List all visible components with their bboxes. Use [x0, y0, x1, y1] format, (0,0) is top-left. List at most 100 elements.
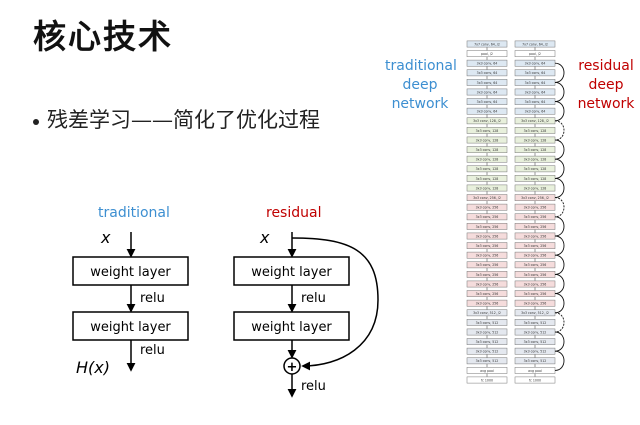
residual-layer-label: 3x3 conv, 512, /2	[521, 311, 549, 315]
residual-layer-label: 3x3 conv, 128	[524, 129, 547, 133]
skip-connection-arrow	[291, 237, 379, 371]
residual-layer-box	[514, 50, 556, 57]
traditional-layer-box	[466, 107, 508, 115]
traditional-layer-label: 3x3 conv, 512	[476, 359, 499, 363]
traditional-layer-box	[466, 367, 508, 374]
traditional-layer-label: 3x3 conv, 256	[476, 244, 499, 248]
traditional-layer-label: 3x3 conv, 256	[476, 225, 499, 229]
network-architectures: 7x7 conv, 64, /2 pool, /2 3x3 conv, 64 3x3 …	[466, 40, 565, 384]
residual-layer-label: 3x3 conv, 256	[524, 215, 547, 219]
residual-layer-label: 3x3 conv, 256	[524, 282, 547, 286]
residual-layer-label: 3x3 conv, 256	[524, 234, 547, 238]
bullet-text: 残差学习——简化了优化过程	[47, 108, 320, 132]
traditional-layer-box	[466, 194, 508, 201]
plain-output-label: H(x)	[76, 358, 110, 377]
residual-shortcut-arc	[554, 350, 565, 371]
traditional-layer-label: 3x3 conv, 256, /2	[473, 196, 501, 200]
residual-layer-box	[514, 280, 556, 288]
residual-shortcut-arc	[554, 312, 565, 333]
traditional-layer-label: 3x3 conv, 512, /2	[473, 311, 501, 315]
residual-layer-label: 3x3 conv, 64	[525, 62, 546, 66]
residual-layer-box	[514, 338, 556, 345]
plain-relu-1: relu	[140, 291, 165, 306]
traditional-layer-box	[466, 242, 508, 249]
residual-shortcut-arc	[554, 293, 565, 314]
traditional-layer-label: 3x3 conv, 64	[477, 100, 498, 104]
residual-layer-label: 3x3 conv, 128	[524, 138, 547, 142]
traditional-layer-label: 3x3 conv, 64	[477, 81, 498, 85]
residual-layer-box	[514, 203, 556, 211]
residual-layer-box	[514, 40, 556, 48]
slide-title: 核心技术	[33, 17, 173, 56]
traditional-layer-box	[466, 117, 508, 125]
traditional-layer-label: 3x3 conv, 256	[476, 215, 499, 219]
traditional-layer-box	[466, 299, 508, 307]
residual-shortcut-arc	[554, 81, 565, 103]
residual-layer-label: 3x3 conv, 128	[524, 148, 547, 152]
traditional-layer-label: avg pool	[480, 369, 494, 373]
traditional-layer-box	[466, 155, 508, 163]
residual-weight-layer-2-label: weight layer	[251, 320, 332, 335]
residual-layer-label: 3x3 conv, 256	[524, 225, 547, 229]
residual-layer-label: 3x3 conv, 128	[524, 167, 547, 171]
traditional-layer-label: pool, /2	[481, 52, 493, 56]
traditional-layer-label: 3x3 conv, 128	[476, 186, 499, 190]
residual-layer-label: 7x7 conv, 64, /2	[522, 42, 548, 46]
residual-network-label-line: residual	[578, 58, 634, 74]
residual-block-title: residual	[266, 205, 322, 221]
residual-layer-label: 3x3 conv, 64	[525, 71, 546, 75]
residual-layer-label: 3x3 conv, 256	[524, 254, 547, 258]
traditional-layer-box	[466, 328, 508, 336]
traditional-layer-label: 3x3 conv, 64	[477, 110, 498, 114]
traditional-layer-box	[466, 319, 508, 326]
residual-layer-label: pool, /2	[529, 52, 541, 56]
traditional-layer-label: fc 1000	[481, 378, 493, 382]
residual-layer-label: fc 1000	[529, 378, 541, 382]
add-node-symbol: +	[287, 360, 298, 375]
residual-layer-box	[514, 127, 556, 134]
residual-relu-1: relu	[301, 291, 326, 306]
traditional-layer-box	[466, 40, 508, 48]
plain-block-title: traditional	[98, 205, 170, 221]
residual-shortcut-arc	[554, 158, 565, 179]
traditional-network-label-line: deep	[402, 77, 438, 93]
traditional-layer-label: 3x3 conv, 64	[477, 71, 498, 75]
traditional-network-label: traditional deep network	[385, 57, 457, 114]
traditional-network-label-line: traditional	[385, 58, 457, 74]
traditional-layer-label: 3x3 conv, 256	[476, 302, 499, 306]
residual-layer-box	[514, 242, 556, 249]
residual-layer-label: 3x3 conv, 512	[524, 321, 547, 325]
residual-layer-label: 3x3 conv, 64	[525, 110, 546, 114]
traditional-layer-label: 7x7 conv, 64, /2	[474, 42, 500, 46]
residual-shortcut-arc	[554, 62, 565, 83]
traditional-layer-label: 3x3 conv, 128	[476, 177, 499, 181]
traditional-layer-box	[466, 309, 508, 317]
traditional-layer-box	[466, 338, 508, 345]
traditional-layer-label: 3x3 conv, 256	[476, 273, 499, 277]
residual-layer-box	[514, 165, 556, 173]
traditional-layer-label: 3x3 conv, 256	[476, 292, 499, 296]
residual-shortcut-arc	[554, 216, 565, 237]
residual-layer-label: 3x3 conv, 128	[524, 158, 547, 162]
traditional-layer-box	[466, 261, 508, 269]
traditional-layer-box	[466, 290, 508, 297]
residual-network-label-line: deep	[588, 77, 624, 93]
traditional-layer-box	[466, 175, 508, 182]
residual-layer-label: 3x3 conv, 512	[524, 330, 547, 334]
residual-layer-label: 3x3 conv, 64	[525, 100, 546, 104]
traditional-layer-label: 3x3 conv, 256	[476, 282, 499, 286]
residual-layer-label: avg pool	[528, 369, 542, 373]
residual-layer-box	[514, 357, 556, 365]
residual-shortcut-arc	[554, 197, 565, 218]
traditional-layer-box	[466, 184, 508, 192]
residual-weight-layer-1-label: weight layer	[251, 265, 332, 280]
traditional-layer-box	[466, 127, 508, 134]
residual-network-label: residual deep network	[575, 57, 637, 114]
traditional-layer-box	[466, 271, 508, 278]
traditional-layer-box	[466, 223, 508, 230]
traditional-layer-label: 3x3 conv, 128	[476, 129, 499, 133]
traditional-layer-label: 3x3 conv, 512	[476, 350, 499, 354]
traditional-layer-box	[466, 165, 508, 173]
residual-layer-label: 3x3 conv, 256	[524, 292, 547, 296]
